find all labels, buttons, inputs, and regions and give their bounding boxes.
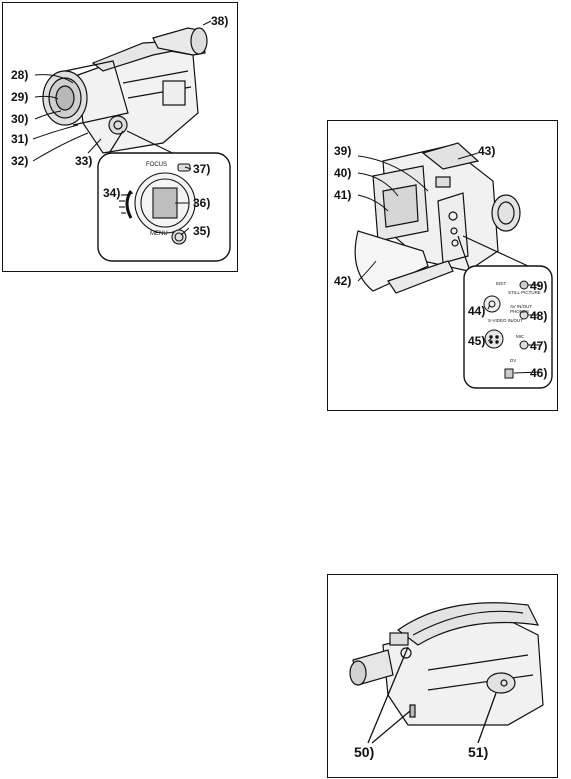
menu-label: MENU: [150, 231, 168, 237]
callout-33: 33): [75, 154, 93, 168]
jack-label-still-picture: STILL PICTURE: [508, 290, 541, 295]
callout-43: 43): [478, 144, 496, 158]
callout-29: 29): [11, 90, 29, 104]
callout-31: 31): [11, 132, 29, 146]
callout-50: 50): [354, 744, 375, 760]
figure-camcorder-front: FOCUS MENU 38) 28) 29) 30) 31) 32) 33) 3…: [2, 2, 238, 272]
callout-44: 44): [468, 304, 486, 318]
figure-camcorder-rear: 50) 51): [327, 574, 558, 778]
callout-46: 46): [530, 366, 548, 380]
jack-label-s-video: S-VIDEO IN/OUT: [488, 318, 524, 323]
callout-30: 30): [11, 112, 29, 126]
callout-37: 37): [193, 162, 211, 176]
figure-camcorder-lcd-jacks: EDIT STILL PICTURE AV IN/OUT PHONES S-VI…: [327, 120, 558, 411]
callout-28: 28): [11, 68, 29, 82]
jack-label-mic: MIC: [516, 334, 525, 339]
camcorder-rear-illustration: [349, 602, 544, 744]
callout-49: 49): [530, 279, 548, 293]
callout-45: 45): [468, 334, 486, 348]
callout-36: 36): [193, 196, 211, 210]
callout-34: 34): [103, 186, 121, 200]
camcorder-lcd-illustration: [354, 142, 553, 389]
callout-32: 32): [11, 154, 29, 168]
callout-41: 41): [334, 188, 352, 202]
callout-40: 40): [334, 166, 352, 180]
jack-label-dv: DV: [510, 358, 517, 363]
callout-39: 39): [334, 144, 352, 158]
jack-label-phones: PHONES: [510, 309, 530, 314]
callout-47: 47): [530, 339, 548, 353]
callout-48: 48): [530, 309, 548, 323]
callout-42: 42): [334, 274, 352, 288]
callout-35: 35): [193, 224, 211, 238]
focus-label: FOCUS: [146, 162, 167, 168]
jack-label-av-in-out: AV IN/OUT: [510, 304, 533, 309]
camcorder-front-illustration: [32, 20, 231, 262]
callout-51: 51): [468, 744, 489, 760]
jack-label-edit: EDIT: [496, 281, 507, 286]
callout-38: 38): [211, 14, 229, 28]
